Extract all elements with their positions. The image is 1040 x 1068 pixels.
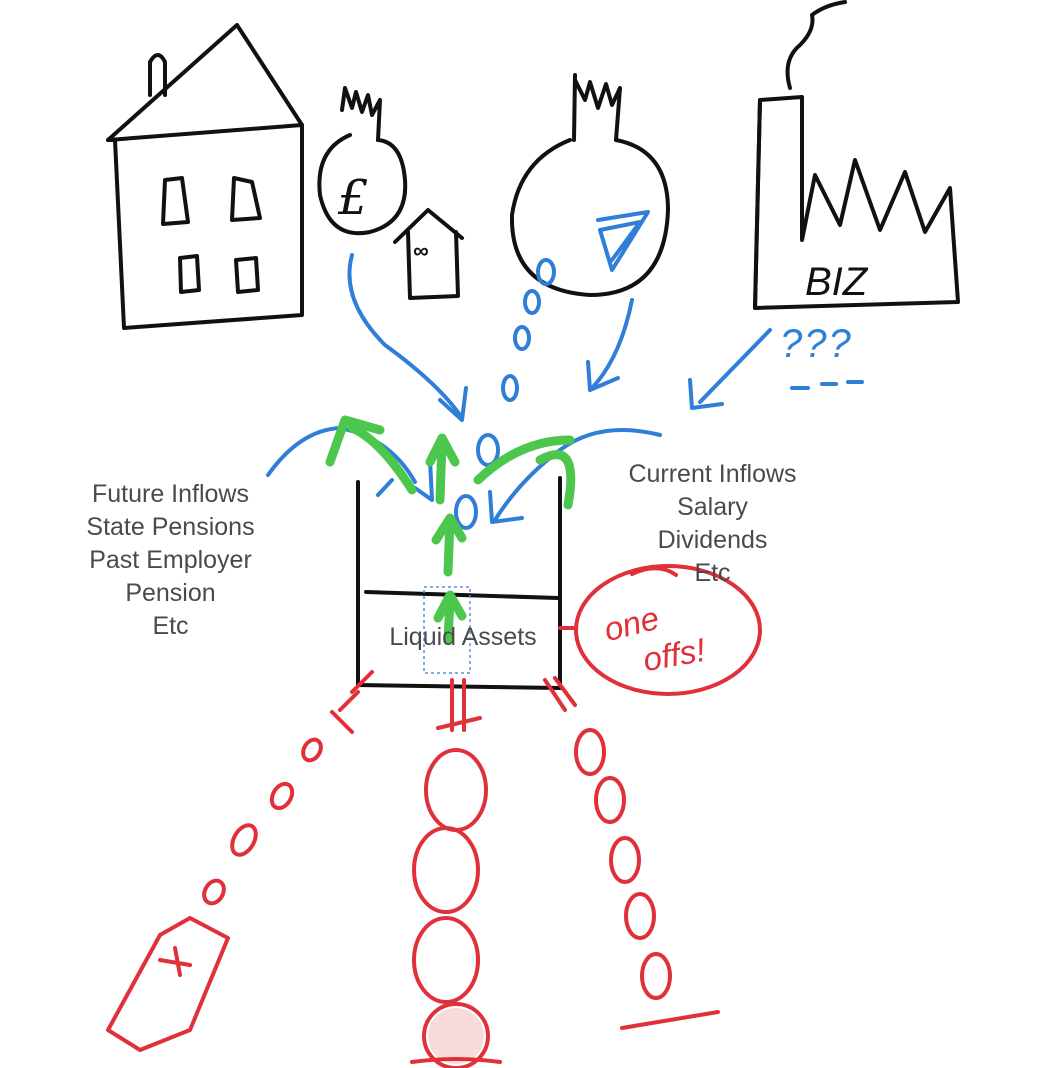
future-inflows-label: Future Inflows State Pensions Past Emplo… <box>58 478 283 643</box>
current-inflows-line: Etc <box>694 559 731 587</box>
business-label: BIZ <box>805 260 868 304</box>
current-inflows-line: Dividends <box>657 526 768 554</box>
factory-drawing <box>753 0 960 310</box>
pound-symbol: £ <box>338 170 369 226</box>
house-drawing <box>106 23 304 330</box>
infinity-symbol: ∞ <box>413 238 429 263</box>
small-house-drawing <box>393 208 464 300</box>
growth-arrows <box>325 415 576 645</box>
liquid-assets-label: Liquid Assets <box>368 621 558 654</box>
unknown-marks: ??? <box>780 322 853 366</box>
future-inflows-line: Past Employer <box>89 546 252 574</box>
future-inflows-line: State Pensions <box>86 513 255 541</box>
future-inflows-line: Pension <box>125 579 216 607</box>
pound-moneybag-drawing <box>317 86 408 236</box>
coin-shaded <box>428 1008 484 1064</box>
inflow-arrows <box>266 210 864 530</box>
future-inflows-line: Etc <box>152 612 189 640</box>
large-moneybag-drawing <box>509 73 670 297</box>
current-inflows-line: Current Inflows <box>628 460 797 488</box>
current-inflows-line: Salary <box>677 493 748 521</box>
liquid-assets-text: Liquid Assets <box>389 623 537 651</box>
future-inflows-line: Future Inflows <box>91 480 249 508</box>
liquid-assets-jar <box>356 476 562 690</box>
outflow-drawings <box>106 564 762 1068</box>
current-inflows-label: Current Inflows Salary Dividends Etc <box>605 458 820 590</box>
